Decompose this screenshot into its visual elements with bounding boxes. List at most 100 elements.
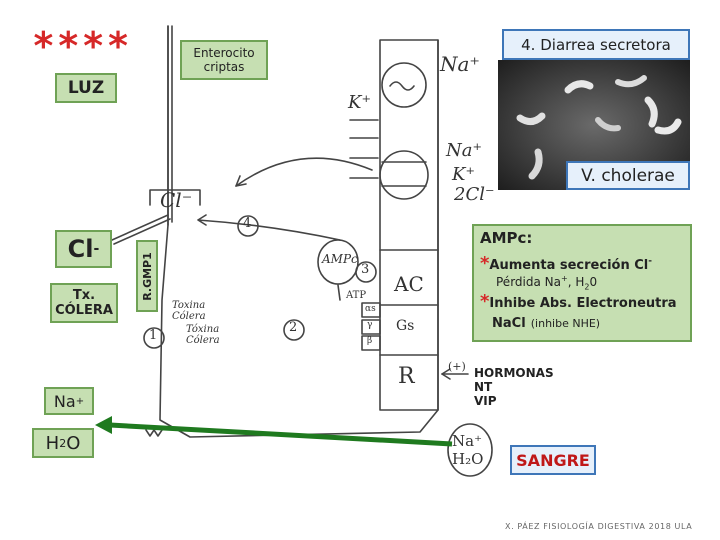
water-o: O: [66, 432, 81, 454]
bacterium-7: [595, 117, 621, 132]
hw-number-2: 2: [289, 320, 298, 335]
hormones-list: HORMONAS NT VIP: [474, 366, 554, 408]
hw-beta: β: [367, 336, 373, 346]
hormones-item-0: HORMONAS: [474, 366, 554, 380]
hw-gamma: γ: [367, 320, 373, 330]
hw-toxina-line2: Cólera: [172, 311, 206, 322]
na-ion-text: Na: [53, 391, 76, 411]
receptor-line-2: [113, 218, 171, 245]
gs-subunit-gamma: [361, 319, 381, 335]
enterocito-box: Enterocito criptas: [180, 40, 268, 80]
enterocito-line1: Enterocito: [193, 46, 255, 60]
hw-na-h2o-bottom: Na⁺ H₂O: [452, 432, 483, 468]
hw-number-3: 3: [361, 262, 370, 277]
page-title: 4. Diarrea secretora: [502, 29, 690, 60]
hw-two-cl: 2Cl⁻: [454, 184, 495, 205]
cl-channel-bracket: [149, 189, 201, 206]
circle-3: [355, 261, 377, 283]
cl-ion-sup: -: [93, 241, 100, 257]
ampc-line2-sup: +: [560, 274, 568, 283]
toxin-line1: Tx.: [72, 288, 96, 303]
hw-ampc: AMPc: [322, 252, 358, 266]
hw-atp: ATP: [346, 290, 367, 301]
footer-credit: X. PÁEZ FISIOLOGÍA DIGESTIVA 2018 ULA: [505, 522, 693, 531]
hw-toxina-line1: Toxina: [172, 300, 206, 311]
ampc-line4-small: (inhibe NHE): [530, 317, 601, 331]
tight-junction: [145, 429, 163, 437]
ampc-line2-sub: 2: [584, 282, 590, 292]
bacterium-3: [615, 75, 647, 88]
hw-toxina-a: Toxina Cólera: [172, 300, 206, 322]
toxin-line2: CÓLERA: [55, 303, 113, 318]
ampc-line3: *Inhibe Abs. Electroneutra: [480, 291, 684, 312]
hw-gs: Gs: [396, 318, 415, 334]
circle-2: [283, 319, 305, 341]
stars-heading: ****: [32, 24, 132, 68]
hw-ac: AC: [394, 272, 424, 296]
hw-alpha-s: αs: [365, 304, 376, 314]
water-flow-arrow-head: [95, 416, 112, 434]
circle-4: [237, 215, 259, 237]
ampc-circle: [317, 239, 359, 285]
ampc-line4: NaCl (inhibe NHE): [480, 312, 684, 331]
ampc-line2-text: Pérdida Na: [496, 275, 561, 289]
hw-na-top: Na⁺: [440, 52, 480, 76]
ampc-line1-star: *: [480, 253, 490, 274]
water-h: H: [45, 432, 60, 454]
na-ion-sup: +: [75, 395, 85, 407]
r-arrow-head: [441, 368, 451, 380]
toxin-box: Tx. CÓLERA: [50, 283, 118, 323]
hw-na-mid: Na⁺: [446, 140, 482, 161]
cl-ion-text: Cl: [67, 235, 94, 263]
nak-pump-circle: [381, 62, 427, 108]
receptor-box: R.GMP1: [136, 240, 158, 312]
pump-wave: [389, 81, 415, 91]
enterocito-line2: criptas: [203, 60, 245, 74]
hw-toxina-line4: Cólera: [186, 335, 220, 346]
hw-k-mid: K⁺: [452, 164, 475, 185]
gs-subunit-beta: [361, 335, 381, 351]
ampc-line3-star: *: [480, 291, 490, 313]
curved-arrow-head: [235, 175, 247, 187]
ampc-line2-tail: 0: [589, 275, 598, 289]
hw-na-bottom: Na⁺: [452, 432, 482, 450]
hw-number-4: 4: [243, 216, 252, 231]
bacterium-2: [516, 112, 546, 125]
bacterium-6: [654, 118, 682, 135]
receptor-label: R.GMP1: [140, 251, 154, 301]
ampc-line1-text: Aumenta secreción Cl: [489, 258, 649, 273]
luz-label: LUZ: [55, 73, 117, 103]
hw-toxina-line3: Tóxina: [186, 324, 220, 335]
hw-plus: (+): [448, 360, 466, 373]
water-sub: 2: [59, 436, 67, 450]
bacterium-4: [644, 96, 658, 128]
curved-arrow: [235, 157, 373, 187]
hw-toxina-b: Tóxina Cólera: [186, 324, 220, 346]
ampc-line1-sup: -: [648, 256, 652, 267]
cl-ion-label: Cl-: [55, 230, 112, 268]
hormones-item-1: NT: [474, 380, 493, 394]
basolateral-column: [379, 39, 439, 411]
ampc-line2-end: , H: [567, 275, 585, 289]
vcholerae-label: V. cholerae: [566, 161, 690, 190]
hw-h2o-bottom: H₂O: [452, 450, 484, 468]
circle-1: [143, 327, 165, 349]
ampc-line2: Pérdida Na+, H20: [480, 274, 684, 291]
na-h2o-bottom-circle: [447, 423, 493, 477]
gs-subunit-alpha: [361, 302, 381, 318]
bacterium-5: [528, 148, 543, 180]
ampc-arrow-down: [337, 284, 341, 301]
nkcc-circle: [379, 150, 429, 200]
hw-k-top: K⁺: [348, 92, 371, 113]
sangre-label: SANGRE: [510, 445, 596, 475]
ampc-line1: *Aumenta secreción Cl-: [480, 253, 684, 274]
ampc-line3-text: Inhibe Abs. Electroneutra: [489, 296, 677, 312]
water-flow-arrow-shaft: [109, 422, 453, 447]
ampc-line4-text: NaCl: [492, 316, 526, 332]
na-ion-label: Na+: [44, 387, 94, 415]
bacterium-1: [564, 80, 594, 94]
cl-channel-arrow: [197, 214, 341, 241]
